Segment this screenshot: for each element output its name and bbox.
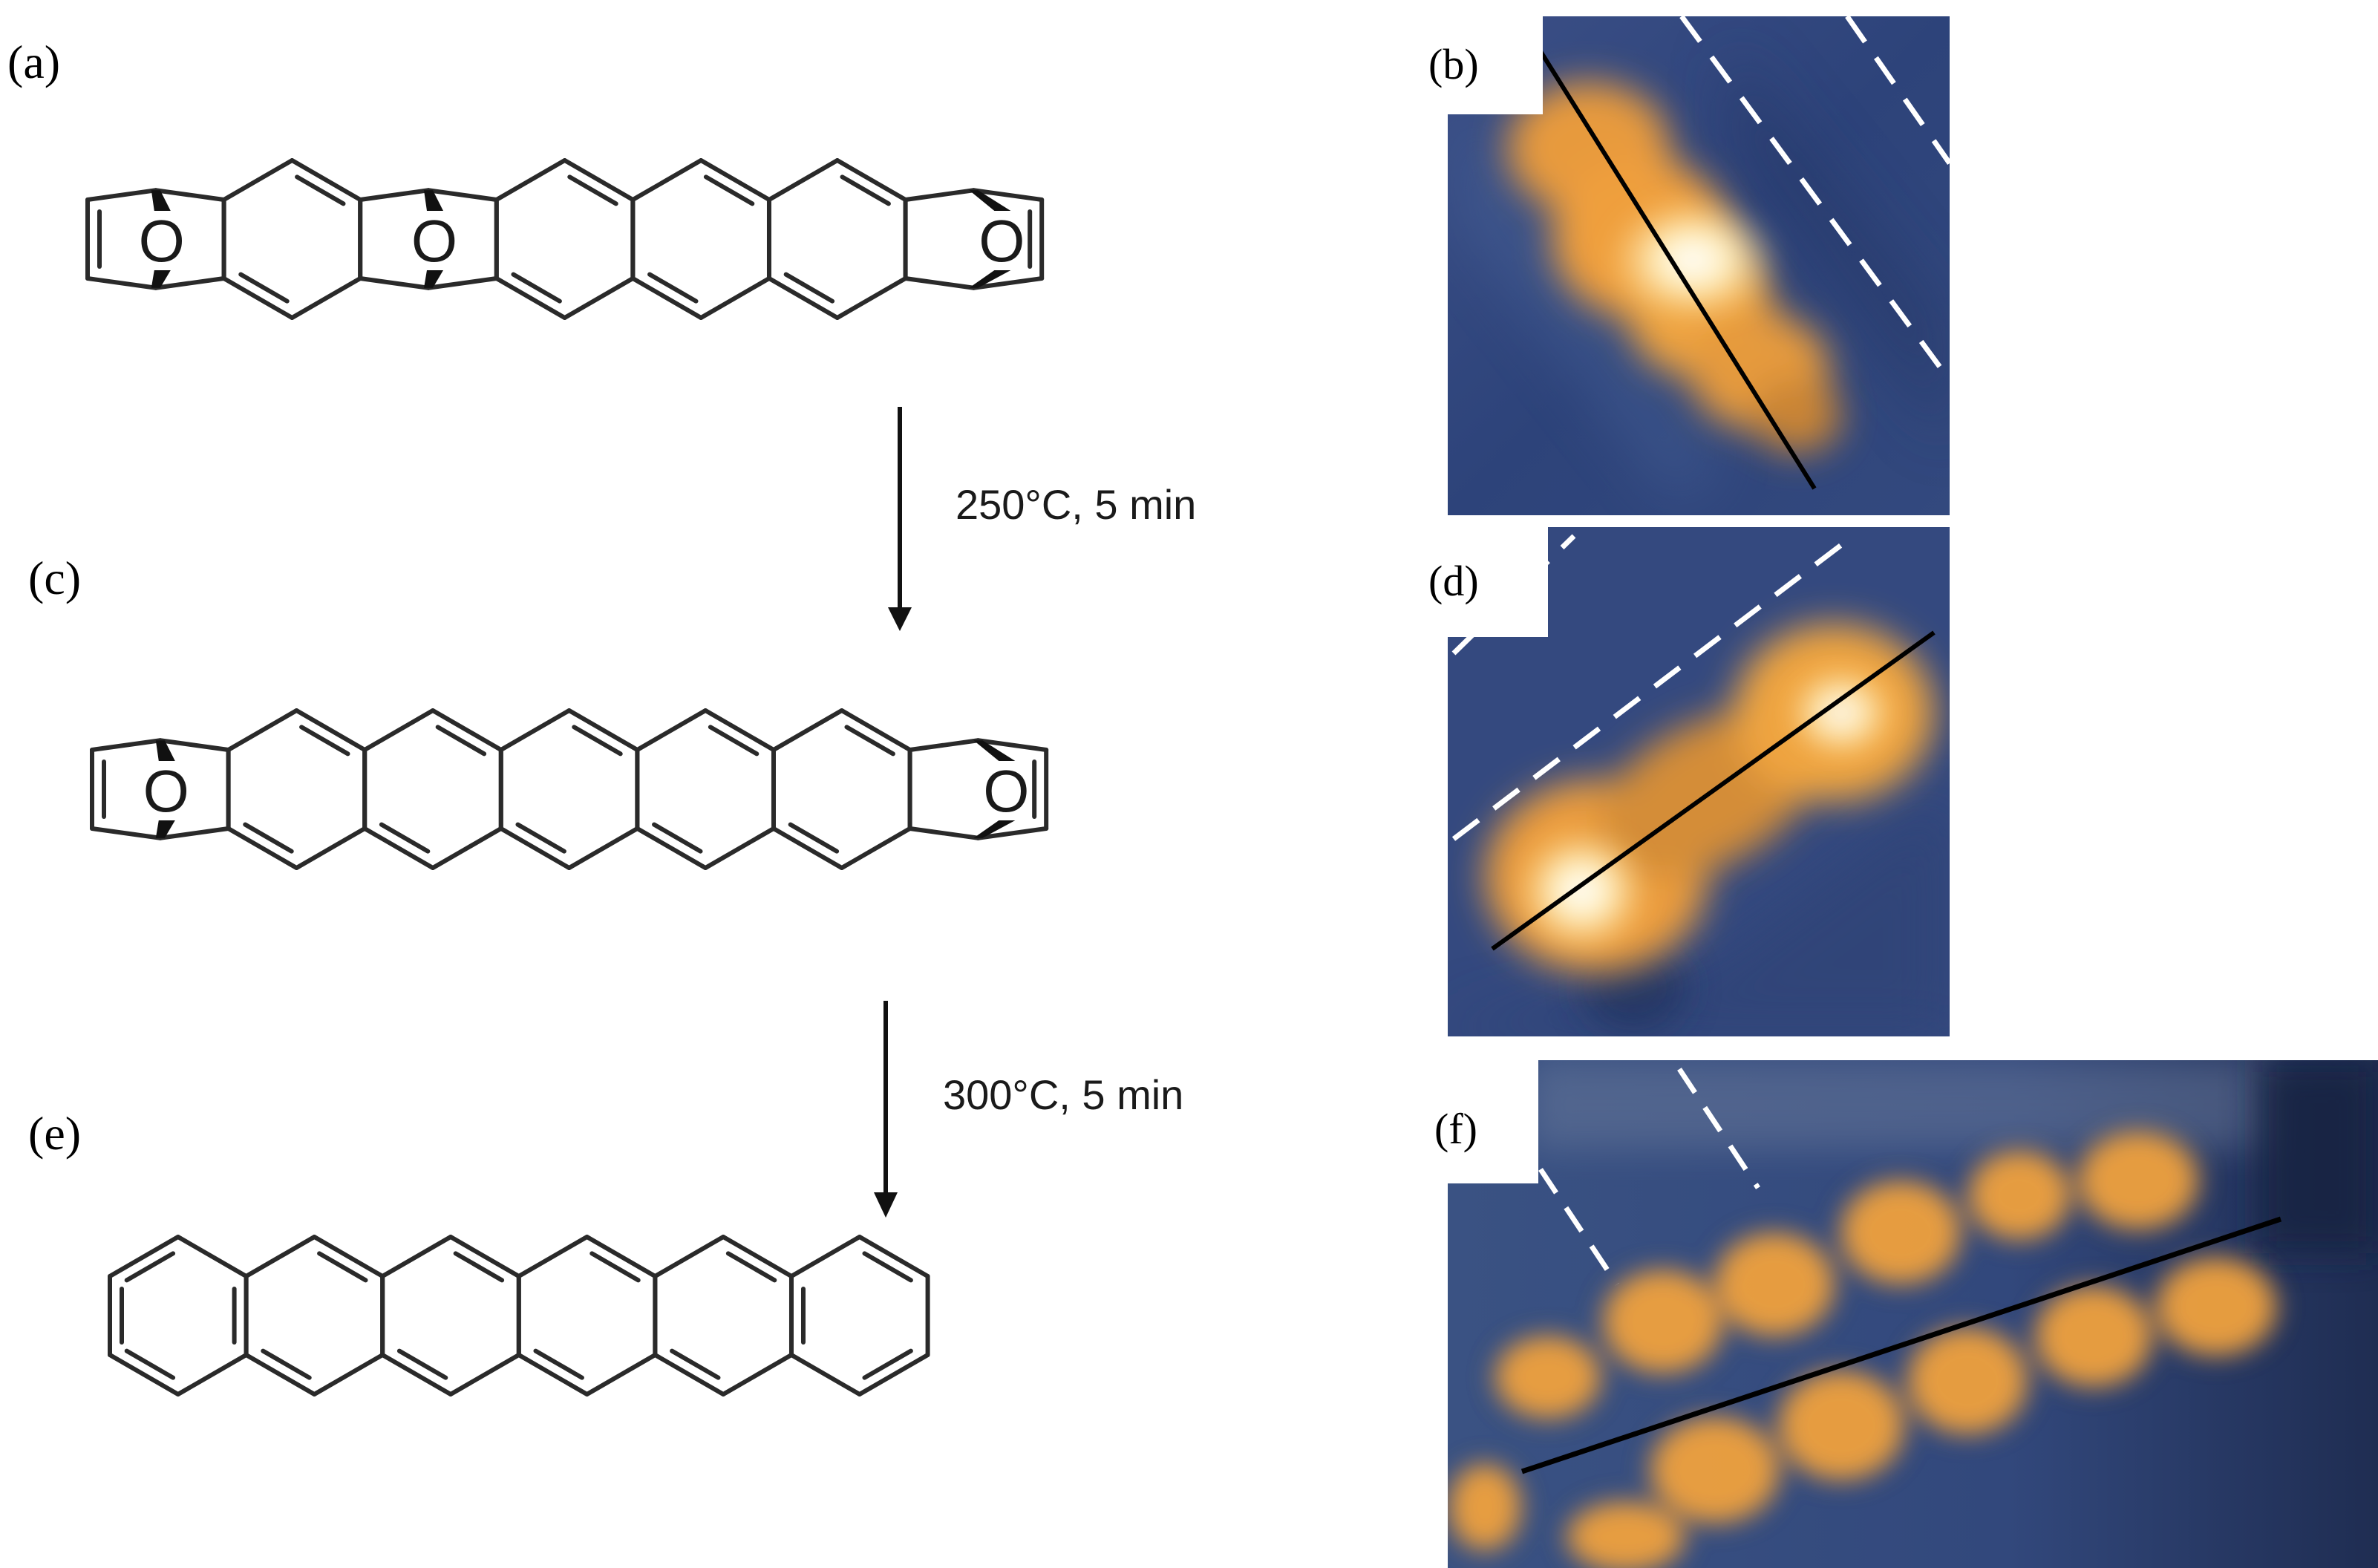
molecule-a-wedge-bottom-7: [969, 270, 1011, 288]
molecule-a-ring-4: [494, 158, 636, 320]
stm-f-lobe-11: [2163, 1264, 2270, 1350]
stm-f-lobe-4: [1847, 1186, 1954, 1278]
molecule-a-oxygen-label: O: [139, 208, 185, 274]
molecule-a-oxygen-label: O: [979, 208, 1025, 274]
molecule-e-ring-6: [788, 1235, 930, 1396]
molecule-c-ring-5: [635, 708, 776, 870]
arrow-2-condition-label: 300°C, 5 min: [943, 1071, 1183, 1118]
molecule-e-ring-3: [380, 1235, 521, 1396]
molecule-a-ring-6: [766, 158, 908, 320]
molecule-c-ring-3: [362, 708, 503, 870]
molecule-c-ring-6: [771, 708, 912, 870]
molecule-a-ring-3: O: [358, 188, 499, 290]
panel-label-e: (e): [28, 1107, 81, 1160]
stm-f-lobe-1: [1502, 1342, 1594, 1413]
panel-label-b: (b): [1428, 40, 1479, 88]
molecule-e-structure: [108, 1235, 930, 1396]
molecule-e-ring-5: [653, 1235, 794, 1396]
molecule-c-wedge-bottom-1: [155, 820, 175, 838]
panel-label-d: (d): [1428, 557, 1479, 605]
stm-f-lobe-10: [2042, 1292, 2146, 1381]
molecule-a-wedge-top-3: [423, 190, 443, 211]
molecule-c-ring-7: O: [907, 738, 1049, 840]
molecule-c-ring-1: O: [90, 738, 231, 840]
molecule-a-wedge-top-1: [151, 190, 171, 211]
molecule-a-ring-1: O: [85, 188, 226, 290]
molecule-a-wedge-top-7: [969, 190, 1011, 211]
stm-f-lobe-12: [1455, 1470, 1515, 1544]
molecule-c-wedge-top-1: [155, 740, 175, 761]
arrow-1-condition-label: 250°C, 5 min: [956, 481, 1196, 528]
molecule-c-oxygen-label: O: [983, 758, 1029, 824]
reaction-arrow-2: [874, 1001, 898, 1218]
stm-f-lobe-9: [1914, 1333, 2021, 1428]
stm-f-lobe-6: [2085, 1137, 2192, 1224]
molecule-e-ring-4: [516, 1235, 658, 1396]
stm-f-lobe-2: [1610, 1275, 1716, 1368]
molecule-c-wedge-top-7: [973, 740, 1016, 761]
molecule-e-ring-2: [244, 1235, 385, 1396]
molecule-a-ring-2: [221, 158, 363, 320]
stm-image-f: [1448, 1060, 2378, 1568]
panel-label-f: (f): [1434, 1105, 1477, 1153]
molecule-c-ring-2: [226, 708, 368, 870]
stm-f-lobe-8: [1785, 1376, 1898, 1474]
panel-label-c: (c): [28, 552, 81, 604]
stm-image-b: [1448, 16, 1950, 515]
panel-label-a: (a): [7, 36, 60, 88]
molecule-c-ring-4: [498, 708, 640, 870]
molecule-c-oxygen-label: O: [143, 758, 189, 824]
molecule-a-ring-7: O: [903, 188, 1045, 290]
stm-f-lobe-5: [1975, 1157, 2064, 1234]
molecule-a-wedge-bottom-3: [423, 270, 443, 288]
molecule-a-ring-5: [630, 158, 771, 320]
molecule-e-ring-1: [108, 1235, 249, 1396]
stm-f-lobe-13: [1574, 1507, 1678, 1567]
stm-f-lobe-7: [1657, 1422, 1773, 1518]
stm-f-lobe-3: [1721, 1238, 1828, 1330]
molecule-c-wedge-bottom-7: [973, 820, 1016, 838]
reaction-arrow-1: [888, 407, 912, 631]
molecule-a-wedge-bottom-1: [151, 270, 171, 288]
molecule-a-oxygen-label: O: [411, 208, 457, 274]
stm-image-d: [1448, 527, 1950, 1036]
